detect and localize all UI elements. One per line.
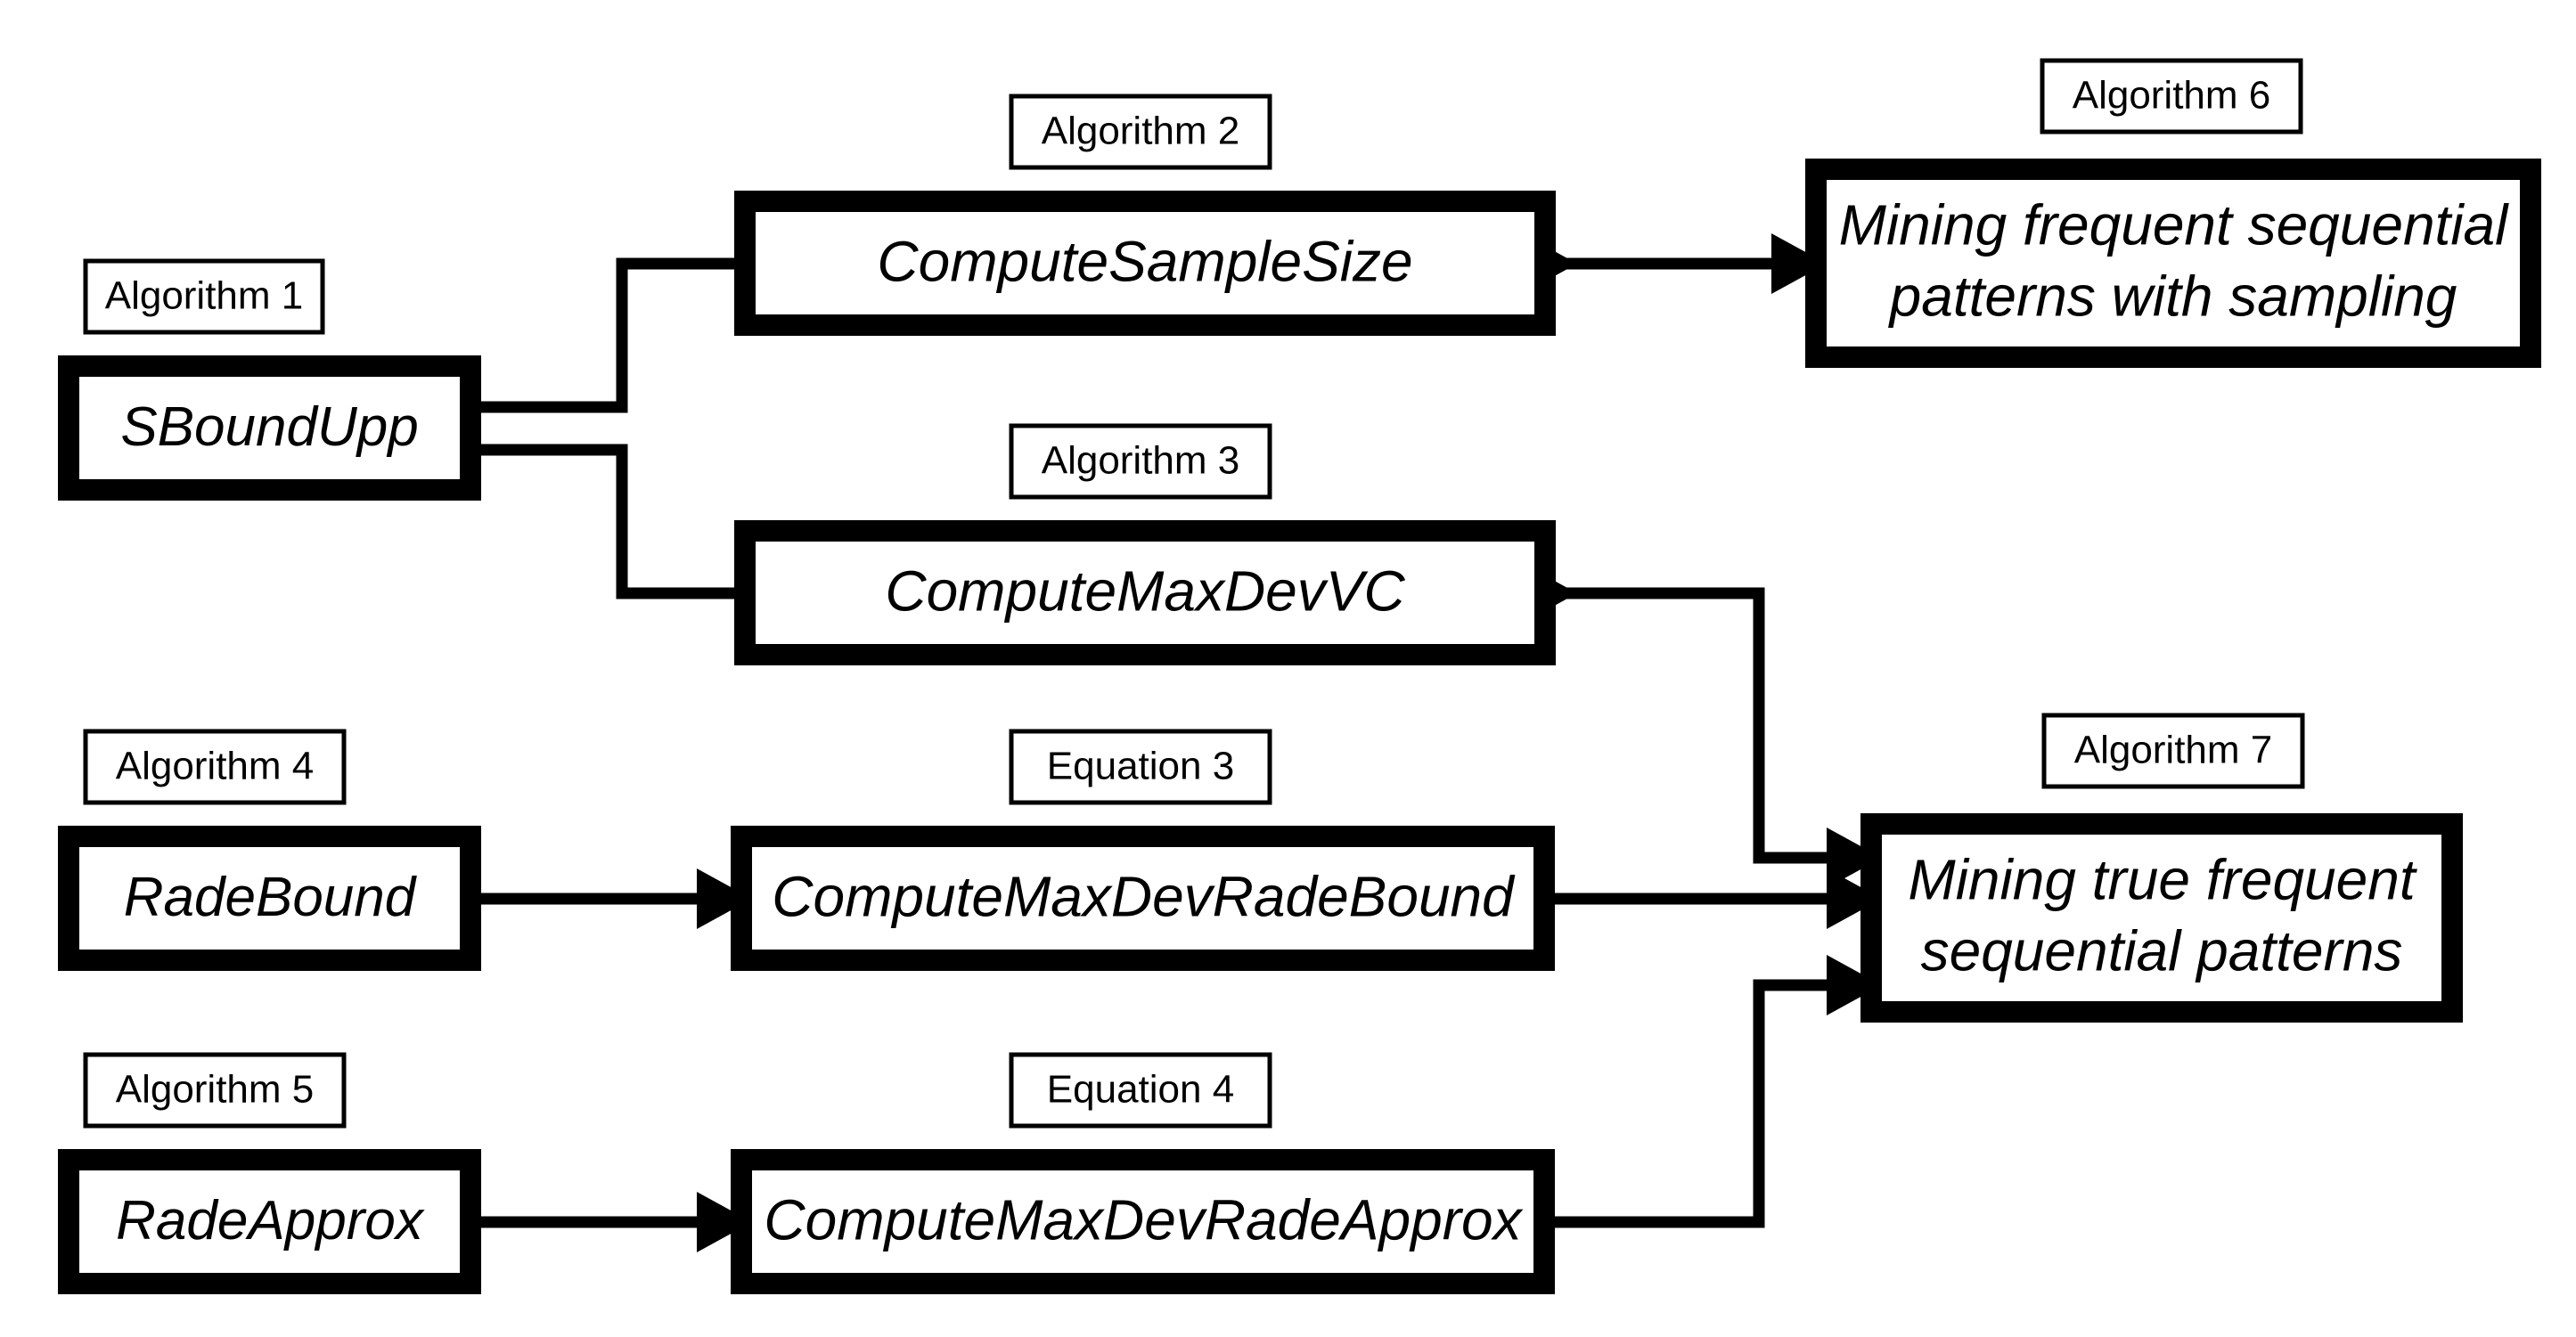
node-label-box [1009, 1052, 1272, 1129]
node-alg5[interactable]: Algorithm 5 RadeApprox [58, 1052, 481, 1294]
node-title-text: ComputeMaxDevVC [885, 558, 1405, 623]
node-eq4[interactable]: Equation 4 ComputeMaxDevRadeApprox [731, 1052, 1555, 1294]
node-label-text: Algorithm 5 [116, 1068, 315, 1112]
node-inner-border [753, 209, 1537, 317]
node-label-box [83, 729, 347, 805]
node-label-text: Algorithm 7 [2074, 729, 2273, 772]
edge-line [1555, 979, 1882, 1228]
node-layer: Algorithm 1 SBoundUpp Algorithm 2 ComputeSa… [58, 58, 2541, 1294]
node-title-text-line1: Mining frequent sequential [1839, 192, 2510, 257]
arrowhead-icon [697, 868, 752, 929]
node-outer-border[interactable] [58, 355, 481, 501]
node-label-box [1009, 423, 1272, 500]
arrowhead-icon [1827, 827, 1882, 888]
node-alg4[interactable]: Algorithm 4 RadeBound [58, 729, 481, 971]
edge-layer [481, 233, 1882, 1252]
node-inner-border [1879, 832, 2444, 1004]
node-label-box [83, 1052, 347, 1129]
node-title-text: SBoundUpp [120, 396, 418, 458]
node-alg2[interactable]: Algorithm 2 ComputeSampleSize [734, 94, 1556, 336]
node-inner-border [749, 844, 1536, 952]
node-title-text: ComputeSampleSize [877, 229, 1412, 293]
arrowhead-icon [697, 1192, 752, 1252]
node-outer-border[interactable] [58, 826, 481, 971]
node-title-text: ComputeMaxDevRadeApprox [764, 1187, 1523, 1251]
node-outer-border[interactable] [1805, 159, 2541, 368]
edge-alg4-to-eq3 [481, 868, 752, 929]
node-outer-border[interactable] [1860, 813, 2463, 1023]
node-inner-border [749, 1168, 1536, 1276]
node-label-text: Algorithm 3 [1042, 439, 1240, 483]
node-inner-border [77, 374, 462, 482]
node-label-box [83, 258, 325, 335]
node-outer-border[interactable] [731, 826, 1555, 971]
node-label-box [2041, 713, 2305, 789]
node-label-box [1009, 729, 1272, 805]
node-label-box [2040, 58, 2303, 135]
node-outer-border[interactable] [731, 1149, 1555, 1294]
edge-alg5-to-eq4 [481, 1192, 752, 1252]
node-alg1[interactable]: Algorithm 1 SBoundUpp [58, 258, 481, 501]
node-label-text: Algorithm 6 [2073, 74, 2271, 118]
edge-eq4-to-alg7 [1555, 955, 1882, 1228]
node-outer-border[interactable] [734, 191, 1556, 336]
arrowhead-icon [1827, 955, 1882, 1015]
node-inner-border [77, 844, 462, 952]
node-alg3[interactable]: Algorithm 3 ComputeMaxDevVC [734, 423, 1556, 665]
node-title-text: RadeApprox [116, 1190, 425, 1251]
arrowhead-icon [1827, 868, 1882, 929]
edge-eq3-to-alg7 [1555, 868, 1882, 929]
node-title-text: RadeBound [124, 867, 418, 928]
node-title-text-line2: sequential patterns [1921, 918, 2403, 982]
node-inner-border [1824, 177, 2523, 349]
node-label-text: Equation 4 [1047, 1068, 1234, 1112]
node-inner-border [77, 1168, 462, 1276]
node-outer-border[interactable] [58, 1149, 481, 1294]
node-title-text-line2: patterns with sampling [1888, 264, 2457, 328]
node-label-text: Algorithm 4 [116, 745, 315, 788]
node-label-text: Equation 3 [1047, 745, 1234, 788]
node-label-text: Algorithm 1 [105, 274, 304, 318]
arrowhead-icon [1771, 233, 1827, 294]
edge-alg3-to-alg7 [1556, 587, 1882, 888]
node-label-text: Algorithm 2 [1042, 110, 1240, 153]
node-inner-border [753, 539, 1537, 647]
node-alg6[interactable]: Algorithm 6 Mining frequent sequential pat… [1805, 58, 2541, 368]
node-title-text: ComputeMaxDevRadeBound [772, 864, 1516, 928]
edge-line [1556, 587, 1882, 864]
node-alg7[interactable]: Algorithm 7 Mining true frequent sequentia… [1860, 713, 2463, 1023]
node-label-box [1009, 94, 1272, 170]
node-eq3[interactable]: Equation 3 ComputeMaxDevRadeBound [731, 729, 1555, 971]
edge-alg2-to-alg6 [1556, 233, 1827, 294]
node-title-text-line1: Mining true frequent [1908, 847, 2417, 911]
node-outer-border[interactable] [734, 520, 1556, 665]
